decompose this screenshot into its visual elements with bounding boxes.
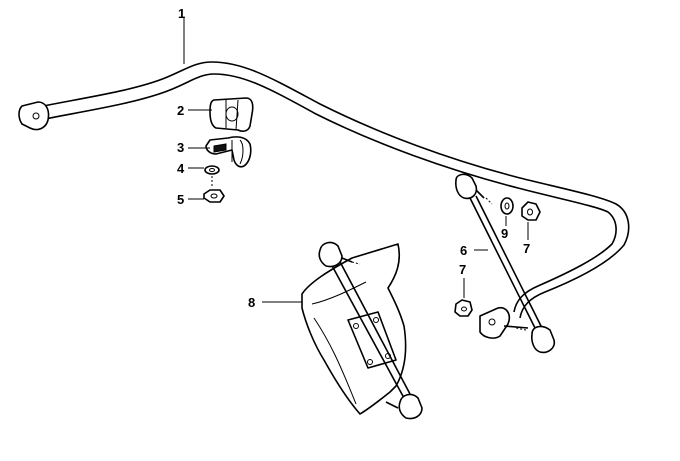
washer[interactable] [204,165,220,186]
callout-9: 9 [501,226,508,241]
callout-7-upper: 7 [523,241,530,256]
nut-lower[interactable] [454,299,473,317]
rubber-mounting[interactable] [209,97,254,132]
callout-8: 8 [248,295,255,310]
callout-3: 3 [177,140,184,155]
clamp-bracket[interactable] [205,136,252,168]
callout-6: 6 [460,243,467,258]
callout-4: 4 [177,161,185,176]
nut-upper-right[interactable] [521,201,541,221]
callout-leaders [183,18,529,303]
callout-7-lower: 7 [459,262,466,277]
washer-right[interactable] [500,197,514,215]
callout-5: 5 [177,192,184,207]
callout-1: 1 [178,6,185,21]
stabilizer-bar[interactable] [18,61,630,339]
callout-2: 2 [177,103,184,118]
stabilizer-link-with-shield[interactable] [301,241,423,420]
nut[interactable] [203,189,225,203]
stabilizer-link-right[interactable] [455,173,556,354]
